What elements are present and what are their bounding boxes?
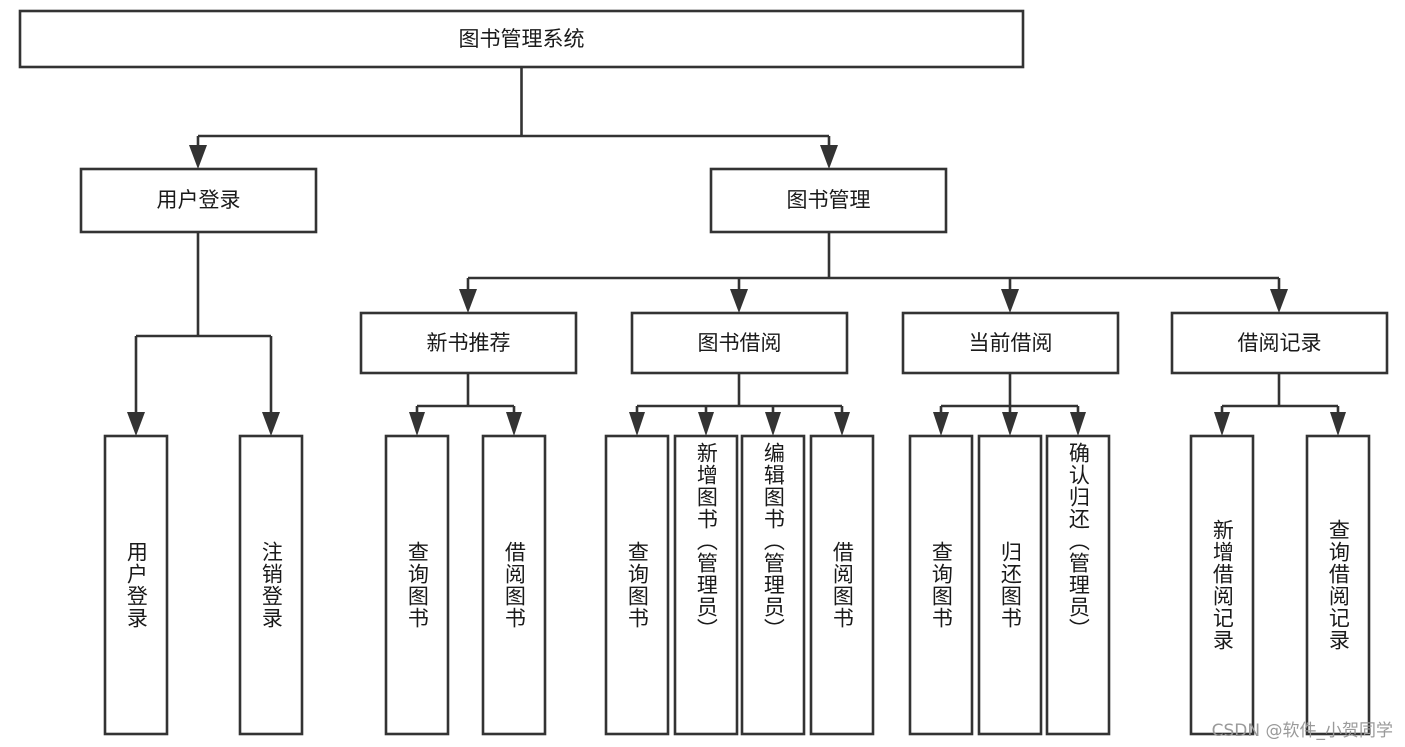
leaf-box-bb-borrow-book[interactable] xyxy=(809,434,875,736)
leaf-box-nb-borrow-book[interactable] xyxy=(481,434,547,736)
node-current-borrow-box[interactable] xyxy=(901,311,1120,375)
node-book-borrow-label: 图书借阅 xyxy=(698,331,782,355)
arrow-head-nb-leaf2 xyxy=(506,412,522,436)
leaf-label-bb-query-book: 查询图书 xyxy=(625,541,650,629)
leaf-label-bb-borrow-book: 借阅图书 xyxy=(830,541,855,629)
arrow-head-bb-leaf1 xyxy=(629,412,645,436)
leaf-label-bb-edit-book: 编辑图书（管理员） xyxy=(761,442,786,640)
arrow-head-book-borrow xyxy=(730,289,748,313)
leaf-label-nb-query-book: 查询图书 xyxy=(405,541,430,629)
leaf-label-cb-return-book: 归还图书 xyxy=(998,541,1023,629)
node-new-book-box[interactable] xyxy=(359,311,578,375)
leaf-box-bb-edit-book[interactable] xyxy=(740,434,806,736)
leaf-label-cb-query-book: 查询图书 xyxy=(929,541,954,629)
leaf-box-br-add-record[interactable] xyxy=(1189,434,1255,736)
arrow-head-current-borrow xyxy=(1001,289,1019,313)
node-root-label: 图书管理系统 xyxy=(459,27,585,51)
node-book-manage-box[interactable] xyxy=(709,167,948,234)
leaf-box-logout[interactable] xyxy=(238,434,304,736)
node-current-borrow-label: 当前借阅 xyxy=(969,331,1053,355)
node-user-login-box[interactable] xyxy=(79,167,318,234)
connector-layer xyxy=(127,67,1346,436)
arrow-head-new-book xyxy=(459,289,477,313)
node-user-login-label: 用户登录 xyxy=(157,188,241,212)
leaf-label-cb-confirm-return: 确认归还（管理员） xyxy=(1066,442,1091,640)
arrow-head-leaf-logout xyxy=(262,412,280,436)
leaf-box-bb-add-book[interactable] xyxy=(673,434,739,736)
arrow-head-bb-leaf2 xyxy=(698,412,714,436)
node-new-book-label: 新书推荐 xyxy=(427,331,511,355)
node-book-manage-label: 图书管理 xyxy=(787,188,871,212)
node-borrow-record-box[interactable] xyxy=(1170,311,1389,375)
leaf-label-logout: 注销登录 xyxy=(259,541,284,629)
arrow-head-book-manage xyxy=(820,145,838,169)
leaf-box-bb-query-book[interactable] xyxy=(604,434,670,736)
leaf-box-br-query-record[interactable] xyxy=(1305,434,1371,736)
arrow-head-leaf-user-login xyxy=(127,412,145,436)
leaf-box-nb-query-book[interactable] xyxy=(384,434,450,736)
leaf-box-user-login[interactable] xyxy=(103,434,169,736)
leaf-label-user-login: 用户登录 xyxy=(124,541,149,629)
arrow-head-cb-leaf1 xyxy=(933,412,949,436)
csdn-watermark: CSDN @软件_小贺同学 xyxy=(1211,721,1393,741)
leaf-label-br-query-record: 查询借阅记录 xyxy=(1326,519,1351,651)
leaf-box-cb-query-book[interactable] xyxy=(908,434,974,736)
leaf-label-bb-add-book: 新增图书（管理员） xyxy=(694,442,719,640)
arrow-head-cb-leaf3 xyxy=(1070,412,1086,436)
arrow-head-br-leaf1 xyxy=(1214,412,1230,436)
arrow-head-user-login xyxy=(189,145,207,169)
node-layer: 图书管理系统 用户登录 图书管理 新书推荐 图书借阅 当前借阅 借阅记录 xyxy=(18,9,1389,736)
arrow-head-bb-leaf4 xyxy=(834,412,850,436)
arrow-head-bb-leaf3 xyxy=(765,412,781,436)
arrow-head-nb-leaf1 xyxy=(409,412,425,436)
arrow-head-cb-leaf2 xyxy=(1002,412,1018,436)
leaf-box-cb-return-book[interactable] xyxy=(977,434,1043,736)
node-root-box[interactable] xyxy=(18,9,1025,69)
arrow-head-br-leaf2 xyxy=(1330,412,1346,436)
leaf-box-cb-confirm-return[interactable] xyxy=(1045,434,1111,736)
leaf-label-nb-borrow-book: 借阅图书 xyxy=(502,541,527,629)
leaf-label-br-add-record: 新增借阅记录 xyxy=(1210,519,1235,651)
arrow-head-borrow-record xyxy=(1270,289,1288,313)
node-book-borrow-box[interactable] xyxy=(630,311,849,375)
node-borrow-record-label: 借阅记录 xyxy=(1238,331,1322,355)
